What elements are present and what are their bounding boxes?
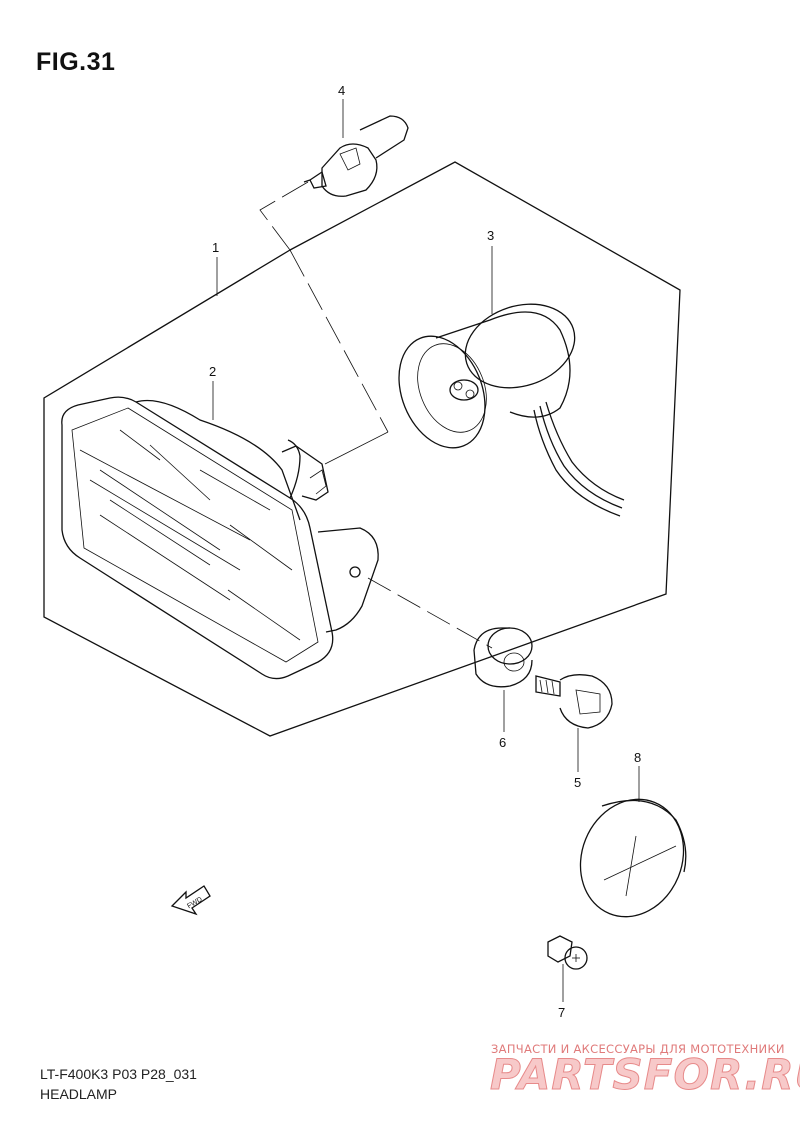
socket-connector: [398, 303, 625, 517]
figure-code: LT-F400K3 P03 P28_031: [40, 1066, 197, 1082]
callout-1: 1: [212, 240, 219, 255]
figure-title: FIG.31: [36, 48, 116, 76]
bolt: [535, 674, 613, 729]
callout-5: 5: [574, 775, 581, 790]
callout-4: 4: [338, 83, 345, 98]
assembly-boundary: [43, 161, 681, 737]
headlamp-housing: [61, 396, 379, 680]
fwd-label: FWD: [186, 896, 203, 910]
callout-7: 7: [558, 1005, 565, 1020]
watermark-tagline: ЗАПЧАСТИ И АКСЕССУАРЫ ДЛЯ МОТОТЕХНИКИ: [491, 1042, 785, 1056]
dash-leaders: [259, 181, 493, 649]
callout-6: 6: [499, 735, 506, 750]
cover: [579, 798, 687, 918]
figure-name: HEADLAMP: [40, 1086, 118, 1102]
watermark-logo: PARTSFOR.RU: [490, 1050, 800, 1100]
callout-leaders: [212, 99, 640, 1002]
fwd-direction-marker: FWD: [170, 885, 211, 916]
grommet: [473, 627, 533, 688]
callout-3: 3: [487, 228, 494, 243]
screw: [547, 935, 588, 970]
bulb: [303, 115, 409, 197]
callout-2: 2: [209, 364, 216, 379]
callout-8: 8: [634, 750, 641, 765]
